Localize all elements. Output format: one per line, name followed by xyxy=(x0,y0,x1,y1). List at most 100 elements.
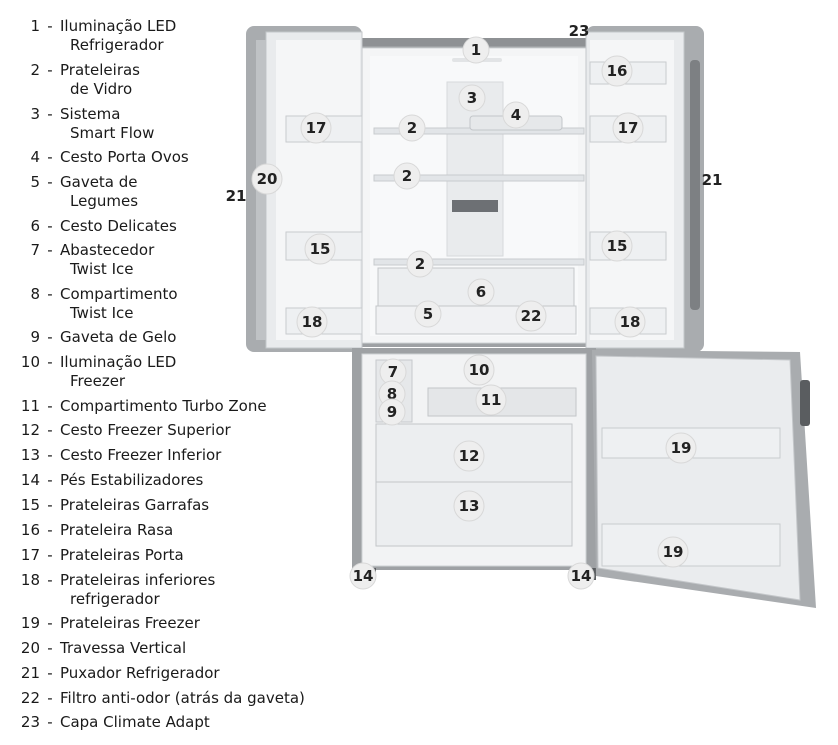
legend-label: Prateleiras Porta xyxy=(60,546,184,564)
legend-label: Prateleiras inferiores xyxy=(60,571,216,589)
callout-label: 11 xyxy=(481,391,502,409)
legend-label: Puxador Refrigerador xyxy=(60,664,220,682)
legend-number: 12 xyxy=(20,421,40,439)
legend-separator: - xyxy=(47,713,53,731)
legend-number: 17 xyxy=(20,546,40,564)
legend-number: 8 xyxy=(30,285,40,303)
left-fridge-door xyxy=(246,26,363,352)
callout: 16 xyxy=(601,55,633,87)
callout: 2 xyxy=(406,250,434,278)
legend-label: Compartimento Turbo Zone xyxy=(60,397,267,415)
legend-item: 19-Prateleiras Freezer xyxy=(0,614,200,633)
legend-item: 6-Cesto Delicates xyxy=(0,217,176,236)
callout: 11 xyxy=(475,384,507,416)
vegetable-drawer xyxy=(375,305,577,335)
right-fridge-door xyxy=(585,26,704,352)
callout: 4 xyxy=(502,101,530,129)
callout-label: 2 xyxy=(407,119,417,137)
legend-separator: - xyxy=(47,353,53,371)
legend-number: 10 xyxy=(20,353,40,371)
legend-label: Prateleiras xyxy=(60,61,140,79)
callout: 3 xyxy=(458,84,486,112)
callout: 18 xyxy=(614,306,646,338)
legend-number: 11 xyxy=(20,397,40,415)
callout: 20 xyxy=(251,163,283,195)
callout: 10 xyxy=(463,354,495,386)
legend-label-continued: Smart Flow xyxy=(70,124,155,142)
legend-label: Compartimento xyxy=(60,285,178,303)
glass-shelf xyxy=(373,258,585,266)
legend-number: 5 xyxy=(30,173,40,191)
legend-item: 12-Cesto Freezer Superior xyxy=(0,421,231,440)
callout-label: 4 xyxy=(511,106,521,124)
legend-item: 15-Prateleiras Garrafas xyxy=(0,496,209,515)
legend-item: 17-Prateleiras Porta xyxy=(0,546,184,565)
legend-item: 21-Puxador Refrigerador xyxy=(0,664,220,683)
legend-number: 1 xyxy=(30,17,40,35)
callout: 15 xyxy=(601,230,633,262)
legend-label: Abastecedor xyxy=(60,241,155,259)
callout: 22 xyxy=(515,300,547,332)
callout-label: 9 xyxy=(387,403,397,421)
legend-separator: - xyxy=(47,571,53,589)
legend-separator: - xyxy=(47,328,53,346)
callout: 2 xyxy=(398,114,426,142)
legend-label: Iluminação LED xyxy=(60,17,177,35)
callout-label: 3 xyxy=(467,89,477,107)
legend-number: 16 xyxy=(20,521,40,539)
callout: 19 xyxy=(665,432,697,464)
legend-number: 3 xyxy=(30,105,40,123)
legend-separator: - xyxy=(47,421,53,439)
legend-label-continued: Refrigerador xyxy=(70,36,164,54)
glass-shelf xyxy=(373,174,585,182)
legend-number: 7 xyxy=(30,241,40,259)
legend-separator: - xyxy=(47,614,53,632)
legend-number: 13 xyxy=(20,446,40,464)
legend-label: Sistema xyxy=(60,105,121,123)
legend-label: Cesto Freezer Inferior xyxy=(60,446,222,464)
legend-separator: - xyxy=(47,105,53,123)
callout-label: 13 xyxy=(459,497,480,515)
callout-label: 20 xyxy=(257,170,278,188)
callout-label: 22 xyxy=(521,307,542,325)
callout-label: 17 xyxy=(306,119,327,137)
legend-separator: - xyxy=(47,285,53,303)
legend-label: Gaveta de xyxy=(60,173,138,191)
callout: 6 xyxy=(467,278,495,306)
callout-label: 21 xyxy=(702,171,723,189)
legend-label-continued: refrigerador xyxy=(70,590,160,608)
legend-label-continued: de Vidro xyxy=(70,80,133,98)
callout: 15 xyxy=(304,233,336,265)
legend-separator: - xyxy=(47,664,53,682)
callout-label: 19 xyxy=(663,543,684,561)
callout-label: 1 xyxy=(471,41,481,59)
callout-label: 14 xyxy=(571,567,592,585)
callout: 17 xyxy=(612,112,644,144)
legend-number: 4 xyxy=(30,148,40,166)
legend-item: 22-Filtro anti-odor (atrás da gaveta) xyxy=(0,689,305,708)
callout-label: 16 xyxy=(607,62,628,80)
callout: 14 xyxy=(567,562,595,590)
legend-label: Gaveta de Gelo xyxy=(60,328,177,346)
callout-label: 18 xyxy=(620,313,641,331)
legend-number: 6 xyxy=(30,217,40,235)
callout-label: 18 xyxy=(302,313,323,331)
legend-number: 20 xyxy=(20,639,40,657)
callout-label: 19 xyxy=(671,439,692,457)
legend-label: Prateleira Rasa xyxy=(60,521,174,539)
callout: 14 xyxy=(349,562,377,590)
legend-item: 16-Prateleira Rasa xyxy=(0,521,173,540)
legend-number: 18 xyxy=(20,571,40,589)
callout: 9 xyxy=(378,398,406,426)
legend-item: 11-Compartimento Turbo Zone xyxy=(0,397,267,416)
callout-label: 6 xyxy=(476,283,486,301)
freezer-handle xyxy=(800,380,810,426)
legend-separator: - xyxy=(47,689,53,707)
callout-label: 15 xyxy=(310,240,331,258)
callout-label: 7 xyxy=(388,363,398,381)
legend-separator: - xyxy=(47,471,53,489)
legend-number: 23 xyxy=(20,713,40,731)
